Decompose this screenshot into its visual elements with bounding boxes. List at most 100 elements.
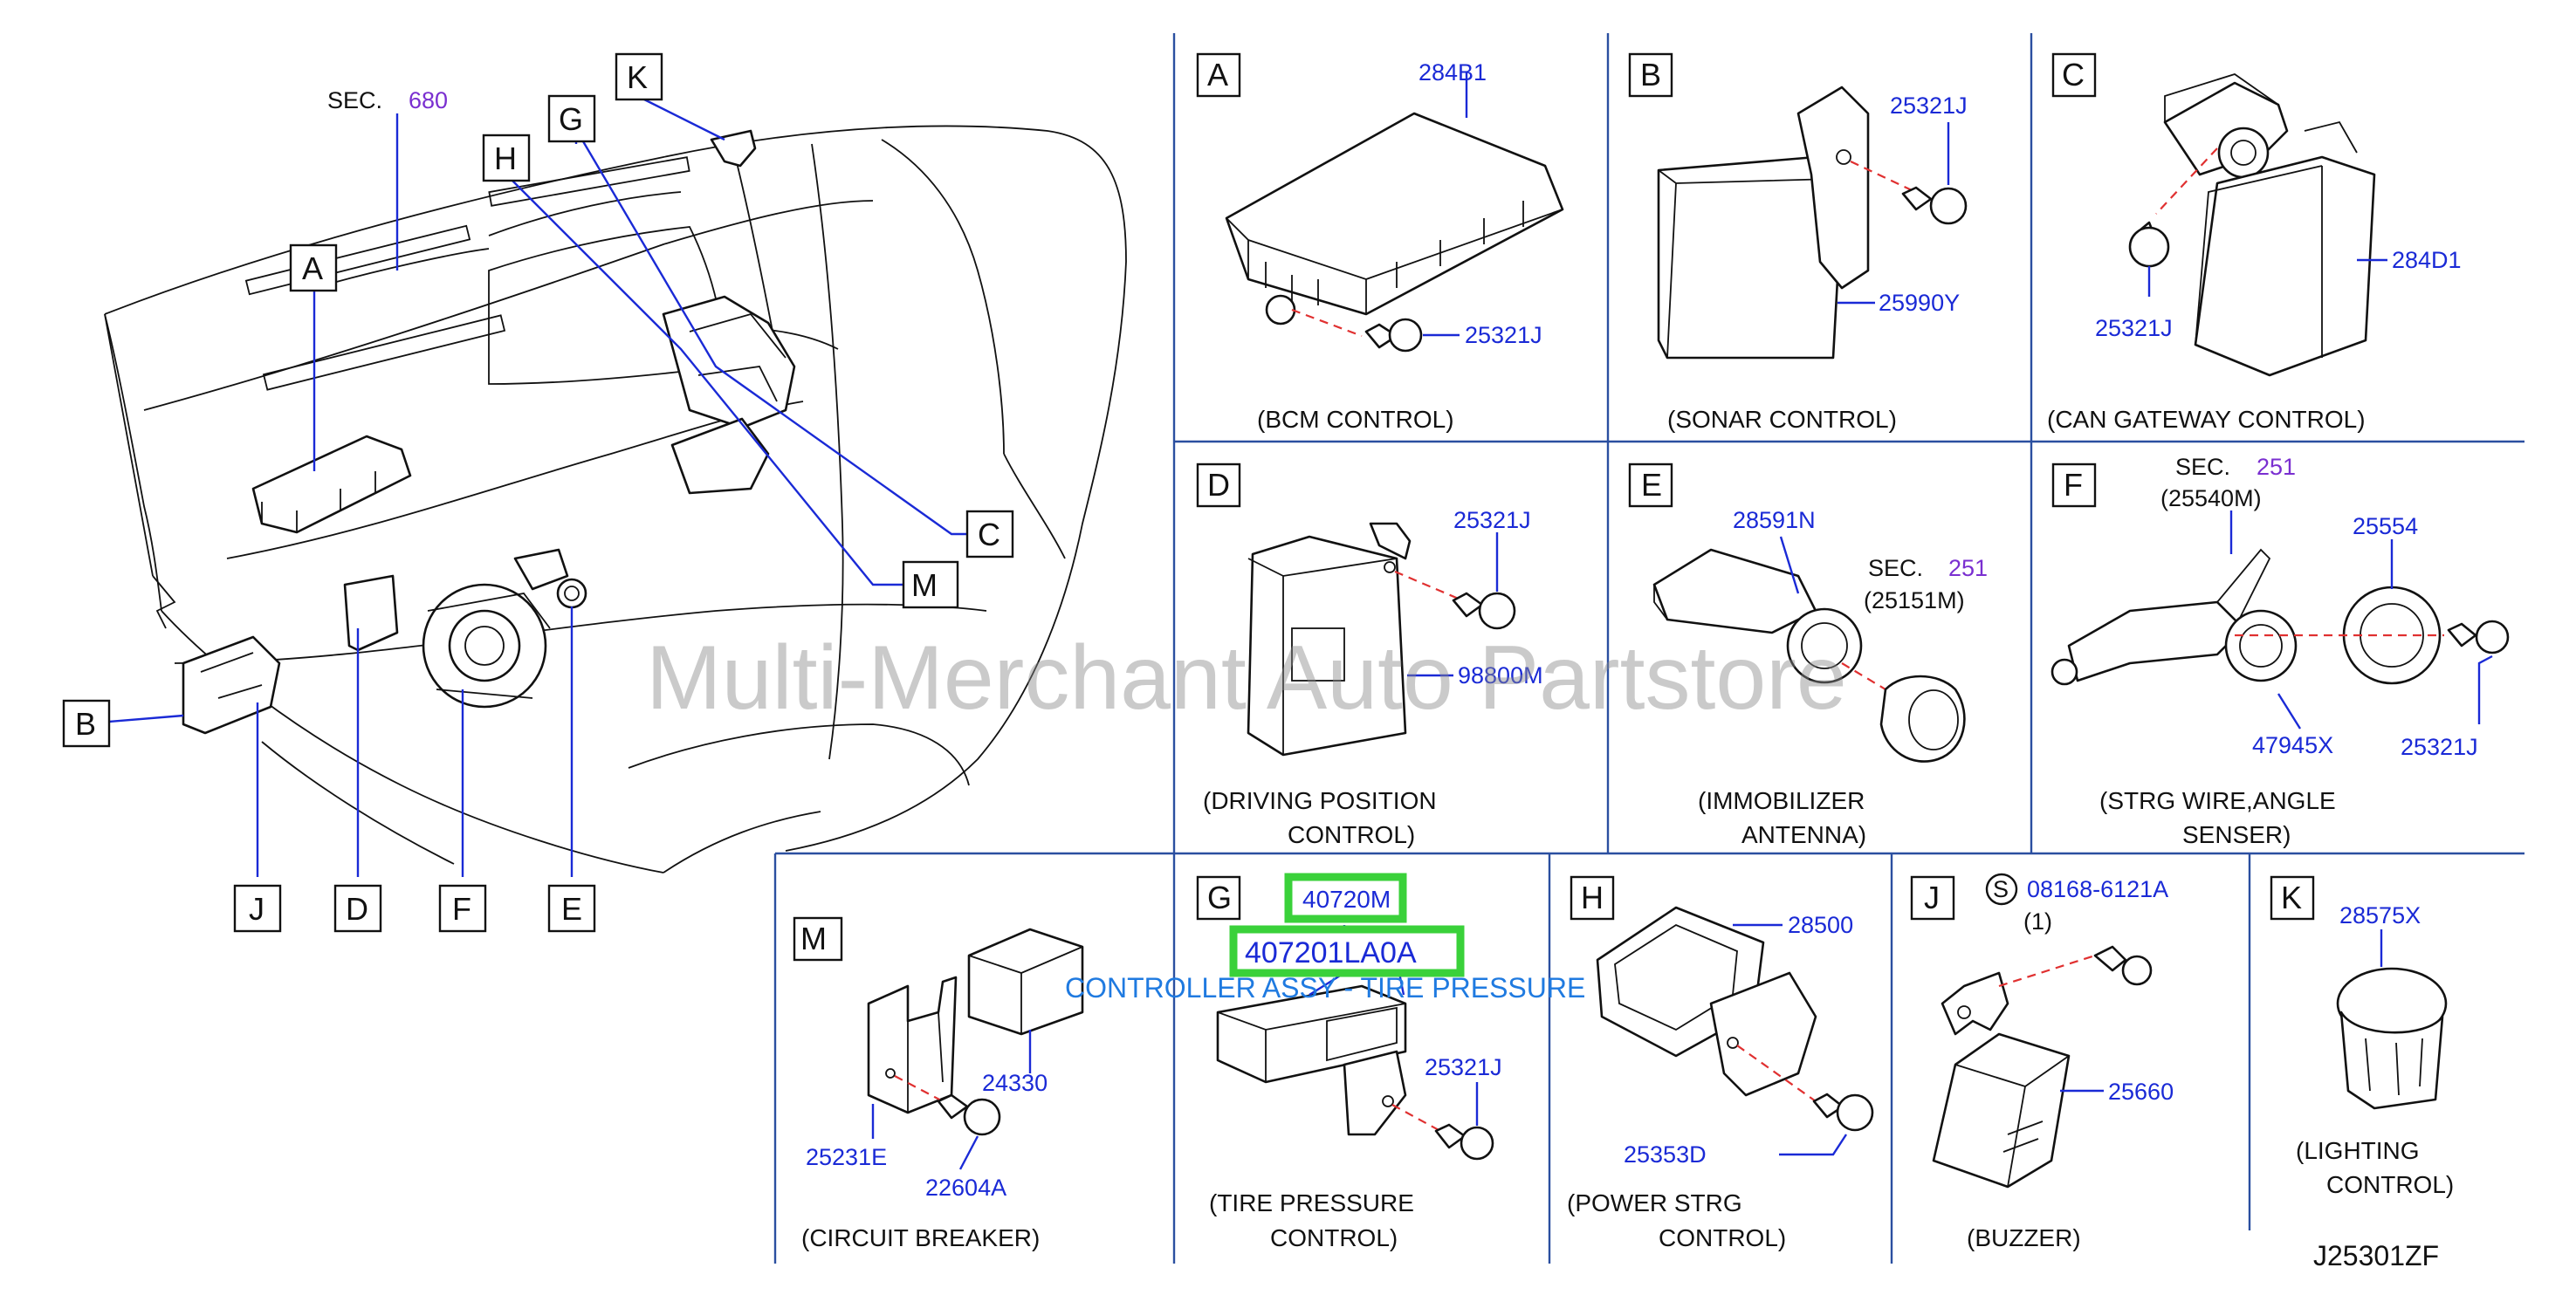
svg-text:K: K bbox=[627, 59, 648, 95]
svg-text:G: G bbox=[1207, 880, 1232, 915]
overview-sec-number: 680 bbox=[409, 87, 448, 113]
svg-text:F: F bbox=[2064, 467, 2083, 503]
bolt-symbol-icon bbox=[1985, 873, 2018, 906]
panel-a-caption: (BCM CONTROL) bbox=[1257, 406, 1454, 433]
panel-f-sec-label: SEC. bbox=[2175, 454, 2230, 480]
panel-d-label[interactable]: D bbox=[1196, 462, 1241, 508]
svg-text:E: E bbox=[561, 891, 582, 927]
overview-label-j[interactable]: J bbox=[233, 884, 282, 933]
panel-e: E 28591N SEC. 251 (25151M) (IMMOBILIZER … bbox=[1628, 462, 1988, 848]
part-28591n[interactable]: 28591N bbox=[1733, 507, 1816, 533]
panel-e-sec-label: SEC. bbox=[1868, 555, 1923, 581]
overview-label-e[interactable]: E bbox=[547, 884, 596, 933]
overview-label-c[interactable]: C bbox=[965, 510, 1014, 558]
part-28575x[interactable]: 28575X bbox=[2339, 902, 2421, 928]
part-28500[interactable]: 28500 bbox=[1788, 912, 1853, 938]
panel-c-label[interactable]: C bbox=[2051, 52, 2097, 98]
svg-text:C: C bbox=[978, 517, 1000, 552]
part-25660[interactable]: 25660 bbox=[2108, 1079, 2174, 1105]
part-98800m[interactable]: 98800M bbox=[1458, 662, 1543, 689]
svg-text:F: F bbox=[452, 891, 471, 927]
overview-label-b[interactable]: B bbox=[62, 699, 111, 748]
svg-text:M: M bbox=[911, 567, 938, 603]
panel-k-caption-line1: (LIGHTING bbox=[2296, 1137, 2420, 1164]
panel-j-label[interactable]: J bbox=[1910, 875, 1955, 921]
part-25353d[interactable]: 25353D bbox=[1624, 1141, 1707, 1168]
part-25321j-f[interactable]: 25321J bbox=[2401, 734, 2478, 760]
panel-f-label[interactable]: F bbox=[2051, 462, 2097, 508]
part-tooltip: CONTROLLER ASSY - TIRE PRESSURE bbox=[1065, 972, 1585, 1004]
panel-b-label[interactable]: B bbox=[1628, 52, 1673, 98]
panel-f-sec-number: 251 bbox=[2257, 454, 2296, 480]
svg-text:D: D bbox=[346, 891, 368, 927]
highlight-40720m bbox=[1284, 873, 1407, 923]
highlight-407201la0a bbox=[1229, 925, 1465, 977]
panel-g-caption-line1: (TIRE PRESSURE bbox=[1209, 1189, 1414, 1216]
panel-d: D 25321J 98800M (DRIVING POSITION CONTRO… bbox=[1196, 462, 1543, 848]
part-47945x[interactable]: 47945X bbox=[2252, 732, 2333, 758]
panel-b: B 25321J 25990Y (SONAR CONTROL) bbox=[1628, 52, 1968, 433]
part-25321j-c[interactable]: 25321J bbox=[2095, 315, 2173, 341]
panel-d-caption-line2: CONTROL) bbox=[1288, 821, 1415, 848]
panel-f-caption-line1: (STRG WIRE,ANGLE bbox=[2099, 787, 2336, 814]
dashboard-overview: SEC. 680 A B C D E F G H J K M bbox=[62, 52, 1127, 933]
panel-e-sec-number: 251 bbox=[1948, 555, 1988, 581]
panel-k-caption-line2: CONTROL) bbox=[2326, 1171, 2454, 1198]
part-08168-6121a[interactable]: 08168-6121A bbox=[2027, 876, 2168, 902]
panel-grid bbox=[773, 33, 2524, 1264]
overview-label-f[interactable]: F bbox=[438, 884, 487, 933]
part-25540m[interactable]: (25540M) bbox=[2160, 485, 2262, 511]
svg-text:J: J bbox=[249, 891, 264, 927]
part-25321j-d[interactable]: 25321J bbox=[1453, 507, 1531, 533]
panel-h-label[interactable]: H bbox=[1570, 875, 1615, 921]
svg-text:A: A bbox=[302, 250, 323, 286]
bolt-symbol-s: S bbox=[1993, 876, 2009, 902]
part-284b1[interactable]: 284B1 bbox=[1419, 59, 1487, 86]
svg-text:D: D bbox=[1207, 467, 1230, 503]
overview-label-m[interactable]: M bbox=[902, 560, 959, 609]
panel-h-caption-line2: CONTROL) bbox=[1659, 1224, 1786, 1251]
overview-label-a[interactable]: A bbox=[289, 243, 338, 292]
part-25554[interactable]: 25554 bbox=[2353, 513, 2418, 539]
panel-j-caption: (BUZZER) bbox=[1967, 1224, 2081, 1251]
part-25990y[interactable]: 25990Y bbox=[1879, 290, 1960, 316]
panel-g: G 40720M 407201LA0A CONTROLLER ASSY - TI… bbox=[1065, 873, 1585, 1251]
part-25321j-a[interactable]: 25321J bbox=[1465, 322, 1542, 348]
part-22604a[interactable]: 22604A bbox=[925, 1175, 1006, 1201]
overview-sec-label: SEC. bbox=[327, 87, 382, 113]
part-25151m[interactable]: (25151M) bbox=[1864, 587, 1965, 613]
part-25231e[interactable]: 25231E bbox=[806, 1144, 887, 1170]
diagram-code: J25301ZF bbox=[2313, 1240, 2439, 1271]
svg-text:J: J bbox=[1924, 880, 1940, 915]
panel-h-caption-line1: (POWER STRG bbox=[1567, 1189, 1742, 1216]
part-407201la0a[interactable]: 407201LA0A bbox=[1245, 936, 1417, 970]
svg-text:A: A bbox=[1207, 57, 1228, 92]
overview-label-k[interactable]: K bbox=[615, 52, 663, 101]
svg-text:H: H bbox=[494, 140, 517, 176]
part-40720m[interactable]: 40720M bbox=[1302, 886, 1391, 913]
panel-a: A 284B1 25321J (BCM CONTROL) bbox=[1196, 52, 1564, 433]
watermark: Multi-Merchant Auto Partstore bbox=[646, 627, 1847, 729]
panel-f: F SEC. 251 (25540M) 25554 47945X 25321J … bbox=[2050, 454, 2510, 848]
panel-g-caption-line2: CONTROL) bbox=[1270, 1224, 1398, 1251]
panel-a-label[interactable]: A bbox=[1196, 52, 1241, 98]
svg-text:H: H bbox=[1581, 880, 1604, 915]
part-25321j-b[interactable]: 25321J bbox=[1890, 92, 1968, 119]
panel-k-label[interactable]: K bbox=[2270, 875, 2315, 921]
panel-m-label[interactable]: M bbox=[793, 916, 843, 962]
part-25321j-g[interactable]: 25321J bbox=[1425, 1054, 1502, 1080]
panel-d-caption-line1: (DRIVING POSITION bbox=[1203, 787, 1437, 814]
svg-text:B: B bbox=[75, 706, 96, 742]
panel-g-label[interactable]: G bbox=[1196, 875, 1241, 921]
overview-label-h[interactable]: H bbox=[482, 134, 531, 182]
panel-e-label[interactable]: E bbox=[1628, 462, 1673, 508]
overview-label-d[interactable]: D bbox=[333, 884, 382, 933]
panel-m-caption: (CIRCUIT BREAKER) bbox=[801, 1224, 1040, 1251]
panel-j: J S 08168-6121A (1) 25660 (BUZZER) bbox=[1910, 873, 2174, 1251]
overview-label-g[interactable]: G bbox=[547, 94, 596, 143]
svg-text:K: K bbox=[2281, 880, 2302, 915]
part-284d1[interactable]: 284D1 bbox=[2392, 247, 2462, 273]
part-24330[interactable]: 24330 bbox=[982, 1070, 1048, 1096]
part-qty-1: (1) bbox=[2023, 908, 2052, 935]
panel-c: C 284D1 25321J (CAN GATEWAY CONTROL) bbox=[2047, 52, 2462, 433]
